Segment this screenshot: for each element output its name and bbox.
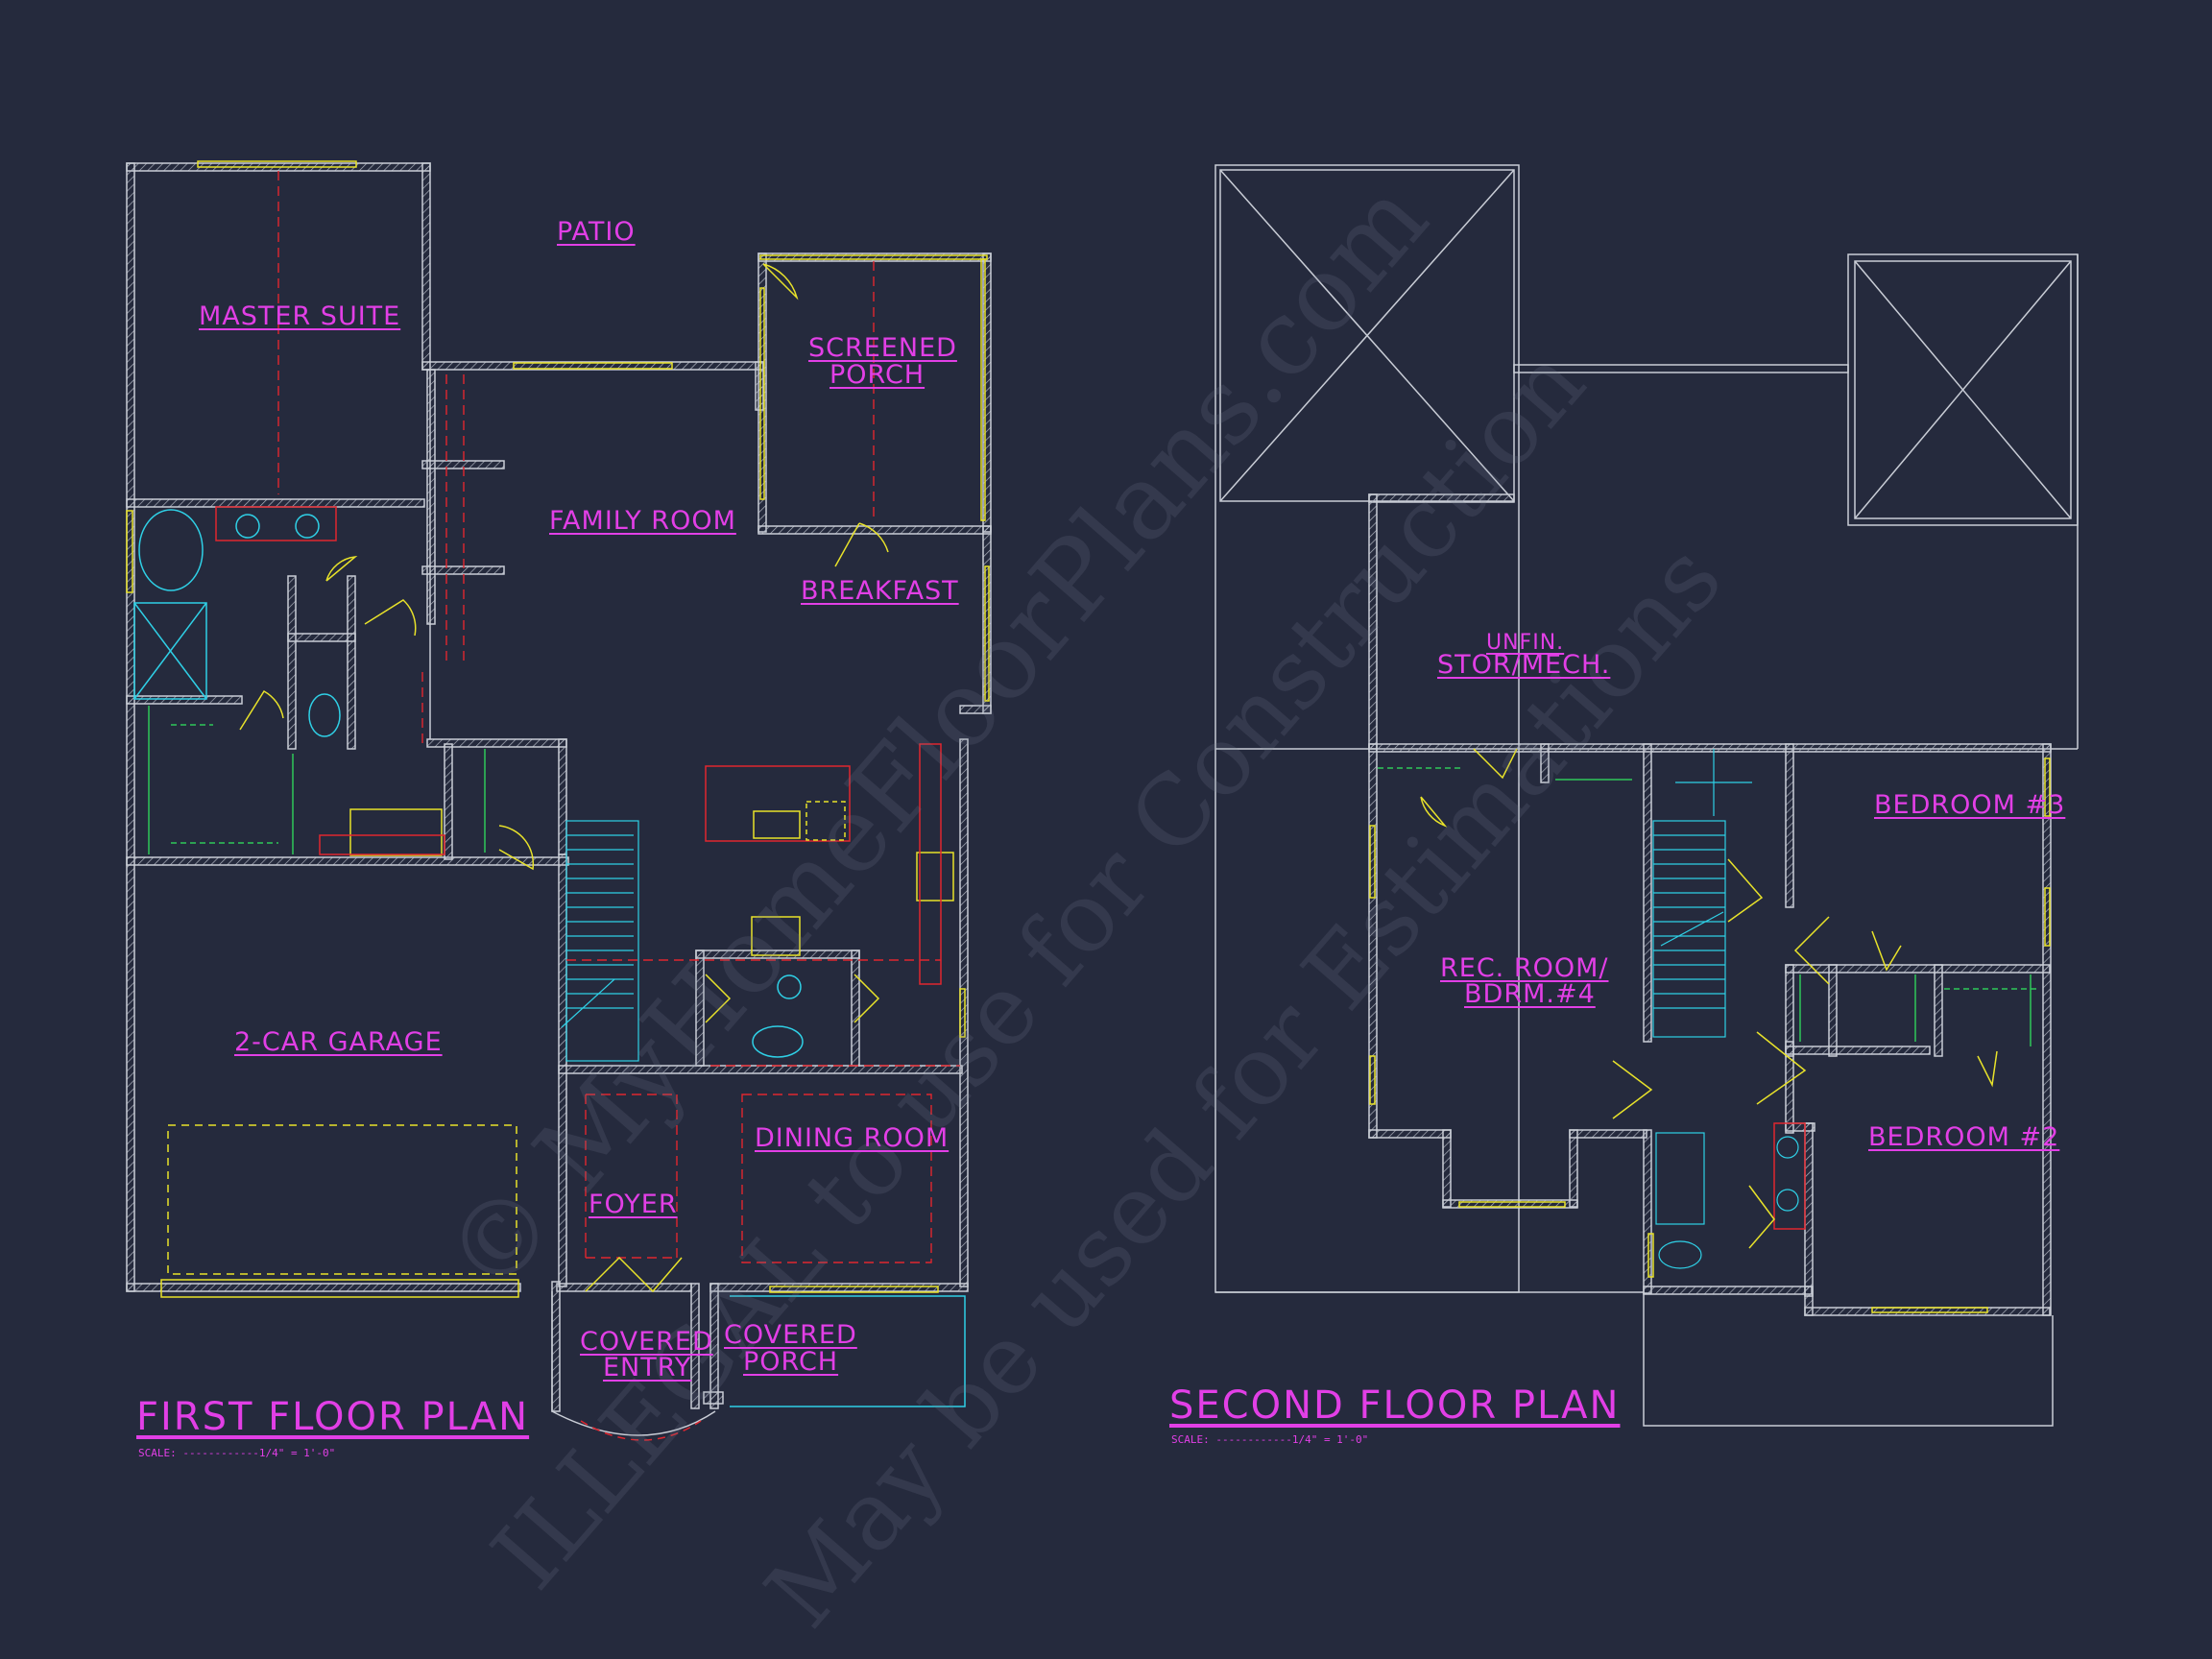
first-floor-plan — [126, 160, 992, 1441]
room-label-covered-porch-line2: PORCH — [743, 1347, 839, 1377]
room-label-stor-mech: STOR/MECH. — [1437, 650, 1611, 680]
second-floor-scale: SCALE: ------------1/4" = 1'-0" — [1171, 1433, 1369, 1446]
room-label-bedroom-2: BEDROOM #2 — [1868, 1122, 2060, 1152]
room-label-covered-entry-line1: COVERED — [580, 1327, 713, 1357]
first-floor-walls — [126, 162, 992, 1412]
room-label-rec-room-line1: REC. ROOM/ — [1440, 953, 1609, 983]
room-label-garage: 2-CAR GARAGE — [234, 1027, 443, 1057]
room-label-breakfast: BREAKFAST — [801, 576, 959, 606]
second-floor-plan — [1214, 164, 2079, 1427]
room-label-covered-porch-line1: COVERED — [724, 1320, 857, 1350]
second-floor-title: SECOND FLOOR PLAN — [1169, 1383, 1621, 1428]
first-floor-title: FIRST FLOOR PLAN — [136, 1395, 530, 1439]
second-floor-walls — [1368, 493, 2052, 1316]
first-floor-scale: SCALE: ------------1/4" = 1'-0" — [138, 1447, 336, 1459]
room-label-rec-room-line2: BDRM.#4 — [1464, 979, 1596, 1009]
room-label-patio: PATIO — [557, 217, 636, 247]
room-label-screened-porch-line2: PORCH — [830, 360, 926, 390]
room-label-covered-entry-line2: ENTRY — [603, 1353, 692, 1382]
room-label-unfin: UNFIN. — [1486, 631, 1565, 655]
room-label-bedroom-3: BEDROOM #3 — [1874, 790, 2066, 820]
room-label-foyer: FOYER — [589, 1190, 678, 1219]
room-label-screened-porch-line1: SCREENED — [808, 333, 957, 363]
room-label-family-room: FAMILY ROOM — [549, 506, 736, 536]
room-label-master-suite: MASTER SUITE — [199, 301, 401, 331]
room-label-dining-room: DINING ROOM — [755, 1123, 950, 1153]
